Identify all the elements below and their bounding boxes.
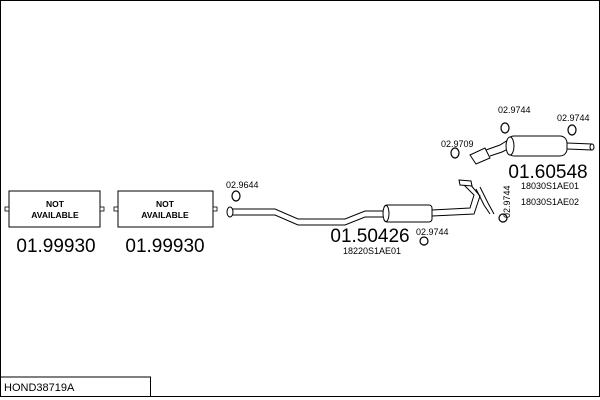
rear-tailpipe <box>566 142 593 151</box>
diagram-code: HOND38719A <box>4 382 75 394</box>
pipe-to-rear <box>475 186 495 215</box>
diagram-code-box: HOND38719A <box>0 376 151 397</box>
rear-hanger-right-icon <box>567 124 577 136</box>
front-gasket: 02.9644 <box>226 180 259 218</box>
rear-hanger-right-label: 02.9744 <box>557 113 590 123</box>
rear-section: 02.9709 01.60548 18030S1AE01 18030S1AE02… <box>441 105 595 207</box>
rear-oem-number-1: 18030S1AE01 <box>521 181 579 191</box>
rear-hanger-left-label: 02.9744 <box>498 105 531 115</box>
middle-outlet-pipe <box>431 182 481 217</box>
front-box-2-line2: AVAILABLE <box>141 210 189 220</box>
pipe-hanger-icon <box>498 213 508 223</box>
middle-hanger-icon <box>419 236 429 246</box>
front-box-2-right-port <box>212 206 218 212</box>
front-box-2 <box>117 190 214 228</box>
rear-silencer-end <box>505 136 515 156</box>
rear-oem-number-2: 18030S1AE02 <box>521 197 579 207</box>
front-box-2-part-number: 01.99930 <box>125 236 204 257</box>
front-gasket-label: 02.9644 <box>226 180 259 190</box>
rear-gasket-ring-icon <box>450 147 460 159</box>
middle-part-number: 01.50426 <box>330 226 409 247</box>
front-box-1-line1: NOT <box>46 199 65 209</box>
front-box-1-left-port <box>4 206 10 212</box>
middle-hanger-label: 02.9744 <box>416 227 449 237</box>
rear-gasket-label: 02.9709 <box>441 139 474 149</box>
front-gasket-ring-icon <box>231 190 241 202</box>
rear-flange <box>469 147 491 165</box>
front-part-1: NOT AVAILABLE 01.99930 <box>4 190 105 257</box>
rear-part-number: 01.60548 <box>508 162 587 183</box>
front-box-1-part-number: 01.99930 <box>16 236 95 257</box>
front-box-1-line2: AVAILABLE <box>31 210 79 220</box>
rear-tailpipe-tip <box>589 143 595 151</box>
rear-hanger-left-icon <box>500 122 510 134</box>
code-box-frame <box>0 376 151 397</box>
middle-oem-number: 18220S1AE01 <box>343 246 401 256</box>
middle-outlet-flange <box>458 179 473 187</box>
middle-section: 01.50426 18220S1AE01 02.9744 <box>232 179 495 256</box>
middle-silencer <box>383 204 433 223</box>
front-part-2: NOT AVAILABLE 01.99930 <box>113 190 218 257</box>
front-box-1 <box>8 190 101 228</box>
front-flange-icon <box>226 206 234 218</box>
middle-silencer-end <box>382 205 390 222</box>
pipe-hanger: 02.9744 <box>498 185 512 223</box>
front-box-2-left-port <box>113 206 119 212</box>
front-box-2-line1: NOT <box>156 199 175 209</box>
front-box-1-right-port <box>99 206 105 212</box>
rear-silencer <box>506 135 568 157</box>
middle-pipe <box>232 208 385 226</box>
pipe-hanger-label: 02.9744 <box>502 185 512 218</box>
